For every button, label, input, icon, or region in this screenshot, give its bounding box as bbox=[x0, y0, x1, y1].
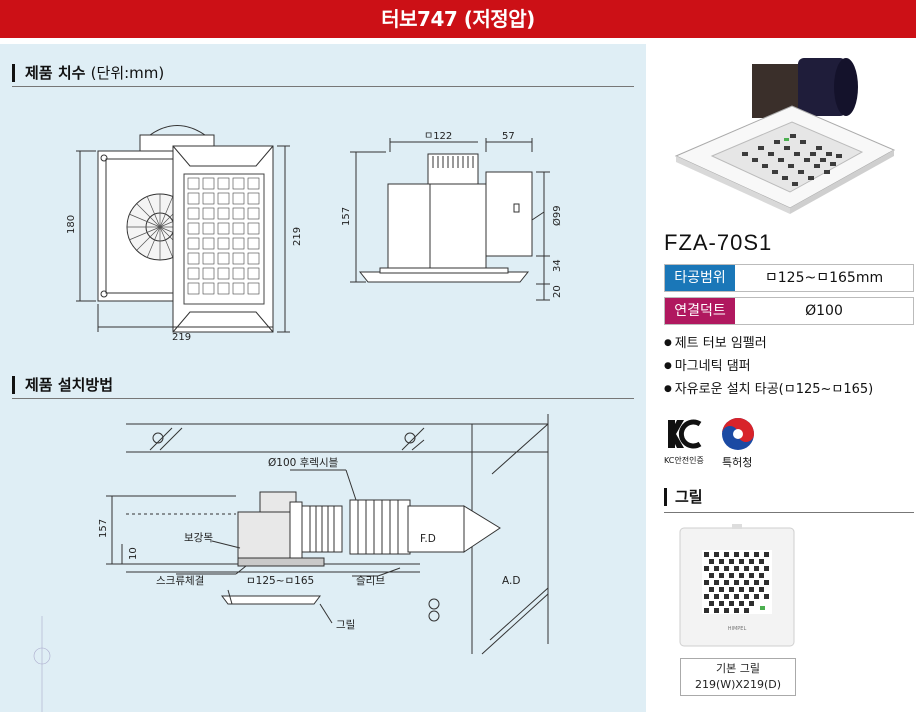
install-dim-10: 10 bbox=[128, 547, 139, 560]
install-dim-157: 157 bbox=[98, 519, 109, 538]
install-label-range: ㅁ125~ㅁ165 bbox=[246, 575, 314, 587]
spec-value-hole-range: ㅁ125~ㅁ165mm bbox=[764, 270, 884, 286]
side-dim-34: 34 bbox=[552, 259, 563, 272]
dimensions-unit: (단위:mm) bbox=[90, 64, 165, 82]
grill-divider bbox=[664, 512, 914, 513]
dimensions-title: 제품 치수 bbox=[25, 64, 86, 82]
install-label-fd: F.D bbox=[420, 533, 436, 545]
side-dim-57: 57 bbox=[502, 131, 515, 142]
side-dim-157: 157 bbox=[341, 207, 352, 226]
install-label-grill: 그릴 bbox=[336, 618, 355, 631]
side-dim-122: ㅁ122 bbox=[424, 131, 452, 142]
dimensions-divider bbox=[12, 86, 634, 87]
feature-item: 자유로운 설치 타공(ㅁ125~ㅁ165) bbox=[664, 378, 874, 401]
grill-caption-name: 기본 그릴 bbox=[716, 662, 760, 675]
side-dim-99: Ø99 bbox=[551, 205, 563, 226]
product-photo bbox=[674, 58, 896, 214]
spec-key-hole-range: 타공범위 bbox=[665, 265, 735, 291]
kc-mark-icon bbox=[668, 419, 702, 449]
front-dim-219-height: 219 bbox=[292, 227, 303, 246]
dimensions-heading: 제품 치수 (단위:mm) bbox=[12, 64, 164, 82]
patent-office-icon bbox=[722, 418, 754, 450]
spec-row-duct: 연결덕트 Ø100 bbox=[664, 297, 914, 325]
kc-mark-label: KC안전인증 bbox=[664, 456, 704, 465]
technical-drawing: 180 219 219 bbox=[33, 125, 563, 712]
front-view-grill-grid bbox=[187, 177, 260, 295]
page-title: 터보747 (저정압) bbox=[0, 0, 916, 38]
install-label-screw: 스크류체결 bbox=[156, 575, 204, 587]
grill-photo: HIMPEL bbox=[679, 524, 795, 647]
side-dim-20: 20 bbox=[552, 285, 563, 298]
drawing-panel: 제품 치수 (단위:mm) 제품 설치방법 bbox=[0, 44, 646, 712]
install-divider bbox=[12, 398, 634, 399]
install-diagram bbox=[33, 414, 549, 712]
side-view-drawing bbox=[350, 138, 550, 301]
spec-value-duct: Ø100 bbox=[805, 303, 843, 319]
feature-item: 제트 터보 임펠러 bbox=[664, 332, 873, 355]
install-label-ad: A.D bbox=[502, 575, 520, 587]
install-label-reinforcement: 보강목 bbox=[184, 532, 213, 544]
grill-heading: 그릴 bbox=[664, 488, 703, 506]
install-label-sleeve: 슬리브 bbox=[356, 575, 385, 587]
spec-key-duct: 연결덕트 bbox=[665, 298, 735, 324]
grill-caption-size: 219(W)X219(D) bbox=[694, 678, 782, 691]
feature-item: 마그네틱 댐퍼 bbox=[664, 355, 873, 378]
grill-caption: 기본 그릴 219(W)X219(D) bbox=[680, 658, 796, 696]
front-dim-219-width: 219 bbox=[172, 332, 191, 343]
front-dim-180: 180 bbox=[66, 215, 77, 234]
patent-office-label: 특허청 bbox=[722, 456, 753, 469]
install-title: 제품 설치방법 bbox=[25, 376, 114, 394]
model-name: FZA-70S1 bbox=[664, 230, 773, 255]
install-label-flexible: Ø100 후렉시블 bbox=[268, 457, 339, 469]
install-heading: 제품 설치방법 bbox=[12, 376, 113, 394]
spec-row-hole-range: 타공범위 ㅁ125~ㅁ165mm bbox=[664, 264, 914, 292]
feature-list: 제트 터보 임펠러 마그네틱 댐퍼 자유로운 설치 타공(ㅁ125~ㅁ165) bbox=[664, 332, 874, 401]
grill-brand-text: HIMPEL bbox=[728, 626, 747, 632]
